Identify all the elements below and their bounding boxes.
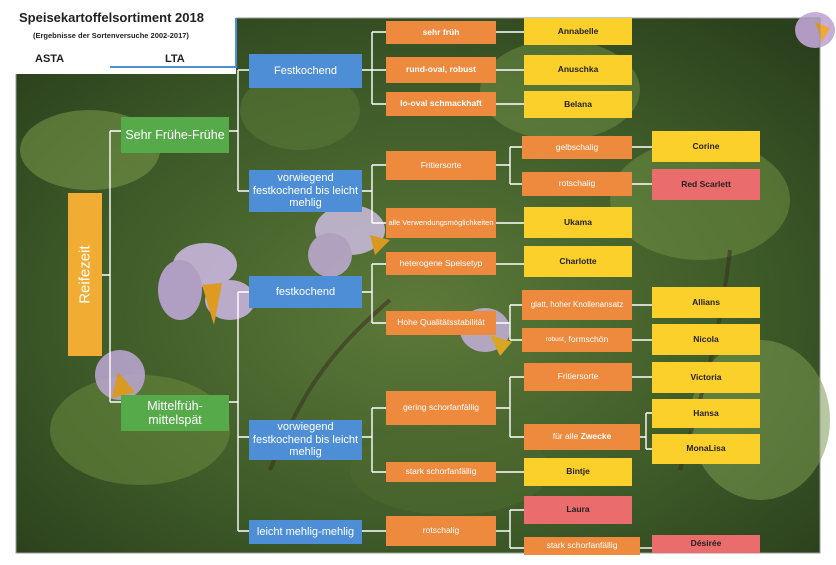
node-reifezeit: Reifezeit [68,193,102,356]
column-header-asta: ASTA [35,53,65,65]
variety-desiree: Désirée [652,535,760,553]
trait-robust-formschoen-part2: , formschön [563,334,609,345]
column-header-lta: LTA [165,53,185,65]
variety-annabelle: Annabelle [524,18,632,45]
diagram-title: Speisekartoffelsortiment 2018 [19,10,204,25]
variety-laura: Laura [524,496,632,524]
variety-hansa: Hansa [652,399,760,428]
trait-sehr-frueh: sehr früh [386,21,496,44]
node-festkochend-mid: festkochend [249,276,362,308]
node-vorwiegend-festkochend-mid: vorwiegend festkochend bis leicht mehlig [249,420,362,460]
diagram-subtitle: (Ergebnisse der Sortenversuche 2002-2017… [33,31,189,40]
variety-bintje: Bintje [524,458,632,486]
trait-fuer-alle-zwecke-part1: für alle [552,431,581,442]
trait-robust-formschoen: robust, formschön [522,328,632,352]
potato-flower-corner [795,12,835,48]
trait-stark-schorfanfaellig-mehlig: stark schorfanfällig [524,537,640,555]
node-leicht-mehlig-mehlig: leicht mehlig-mehlig [249,520,362,544]
trait-alle-verwendungsmoeglichkeiten: alle Verwendungsmöglichkeiten [386,208,496,238]
potato-flower-center [308,205,390,277]
trait-heterogene-speisetyp: heterogene Speisetyp [386,252,496,275]
variety-belana: Belana [524,91,632,118]
variety-victoria: Victoria [652,362,760,393]
variety-corine: Corine [652,131,760,162]
variety-nicola: Nicola [652,324,760,355]
potato-flower-lower [95,350,145,400]
variety-red-scarlett: Red Scarlett [652,169,760,200]
variety-anuschka: Anuschka [524,55,632,85]
variety-ukama: Ukama [524,207,632,238]
header-panel [0,0,236,74]
node-reifezeit-label: Reifezeit [76,245,94,304]
node-vorwiegend-festkochend-early: vorwiegend festkochend bis leicht mehlig [249,170,362,212]
trait-glatt-hoher-knollenansatz: glatt, hoher Knollenansatz [522,290,632,320]
variety-monalisa: MonaLisa [652,434,760,464]
trait-lo-oval-schmackhaft: lo-oval schmackhaft [386,92,496,116]
node-mittelfrueh-mittelspaet: Mittelfrüh-mittelspät [121,395,229,431]
trait-rotschalig-mehlig: rotschalig [386,516,496,546]
trait-rund-oval-robust: rund-oval, robust [386,57,496,83]
trait-hohe-qualitaetsstabilitaet: Hohe Qualitätsstabilität [386,311,496,335]
trait-fuer-alle-zwecke-part2: Zwecke [580,431,612,442]
potato-flower-left [158,243,255,325]
variety-allians: Allians [652,287,760,318]
trait-rotschalig-early: rotschalig [522,172,632,196]
node-festkochend-early: Festkochend [249,54,362,88]
trait-gelbschalig: gelbschalig [522,136,632,159]
variety-charlotte: Charlotte [524,246,632,277]
trait-fritiersorte-early: Fritiersorte [386,151,496,180]
trait-gering-schorfanfaellig: gering schorfanfällig [386,391,496,425]
trait-stark-schorfanfaellig-mid: stark schorfanfällig [386,462,496,482]
node-sehr-fruehe-fruehe: Sehr Frühe-Frühe [121,117,229,153]
trait-fuer-alle-zwecke: für alle Zwecke [524,424,640,450]
trait-robust-formschoen-part1: robust [545,336,564,344]
trait-fritiersorte-mid: Fritiersorte [524,363,632,391]
